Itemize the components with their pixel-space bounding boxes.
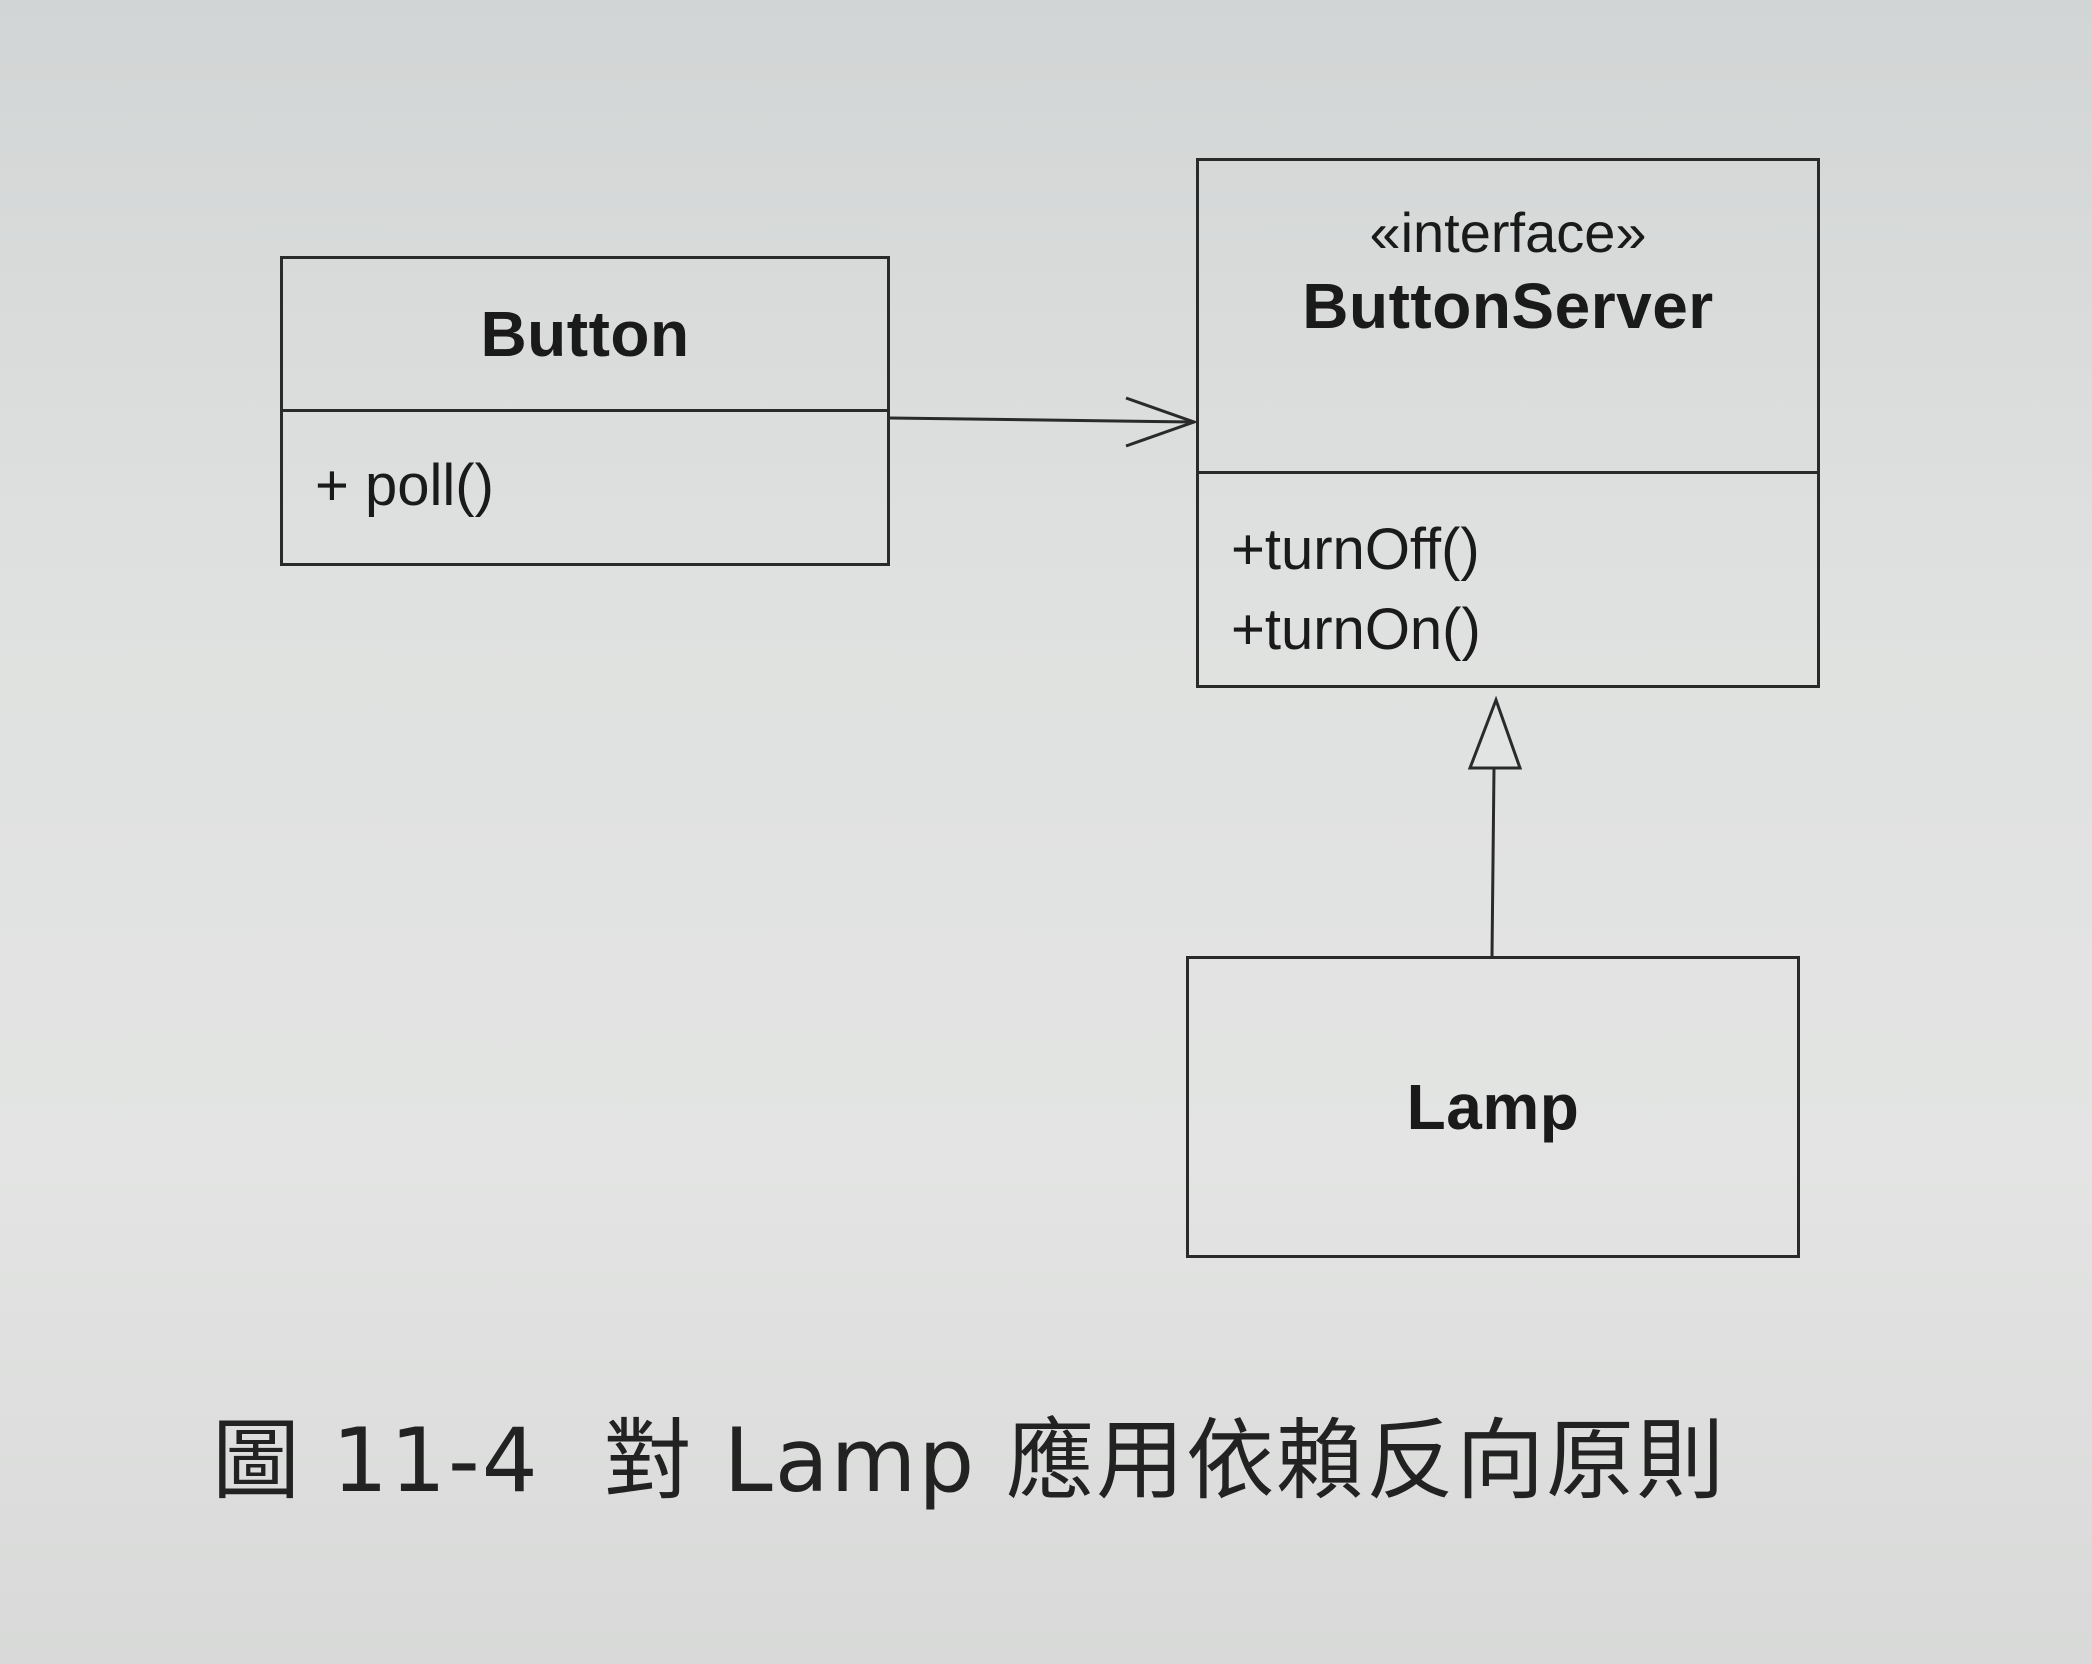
interface-stereotype: «interface» [1369, 201, 1647, 264]
buttonserver-class-name: ButtonServer [1302, 270, 1714, 342]
button-class-box: Button + poll() [280, 256, 890, 566]
buttonserver-interface-box: «interface» ButtonServer +turnOff() +tur… [1196, 158, 1820, 688]
figure-caption: 圖 11-4 對 Lamp 應用依賴反向原則 [212, 1390, 1726, 1517]
button-methods-compartment: + poll() [283, 409, 887, 526]
figure-number: 圖 11-4 [212, 1409, 540, 1512]
method-turnoff: +turnOff() [1231, 517, 1480, 582]
lamp-class-name: Lamp [1406, 1071, 1580, 1143]
method-poll: + poll() [315, 453, 494, 518]
method-turnon: +turnOn() [1231, 597, 1481, 663]
realization-arrow [1467, 695, 1523, 957]
button-class-name: Button [480, 298, 690, 370]
association-arrow [889, 396, 1199, 448]
buttonserver-name-compartment: «interface» ButtonServer [1199, 161, 1817, 471]
button-name-compartment: Button [283, 259, 887, 409]
buttonserver-methods-compartment: +turnOff() +turnOn() [1199, 471, 1817, 670]
figure-title: 對 Lamp 應用依賴反向原則 [603, 1409, 1727, 1512]
lamp-class-box: Lamp [1186, 956, 1800, 1258]
